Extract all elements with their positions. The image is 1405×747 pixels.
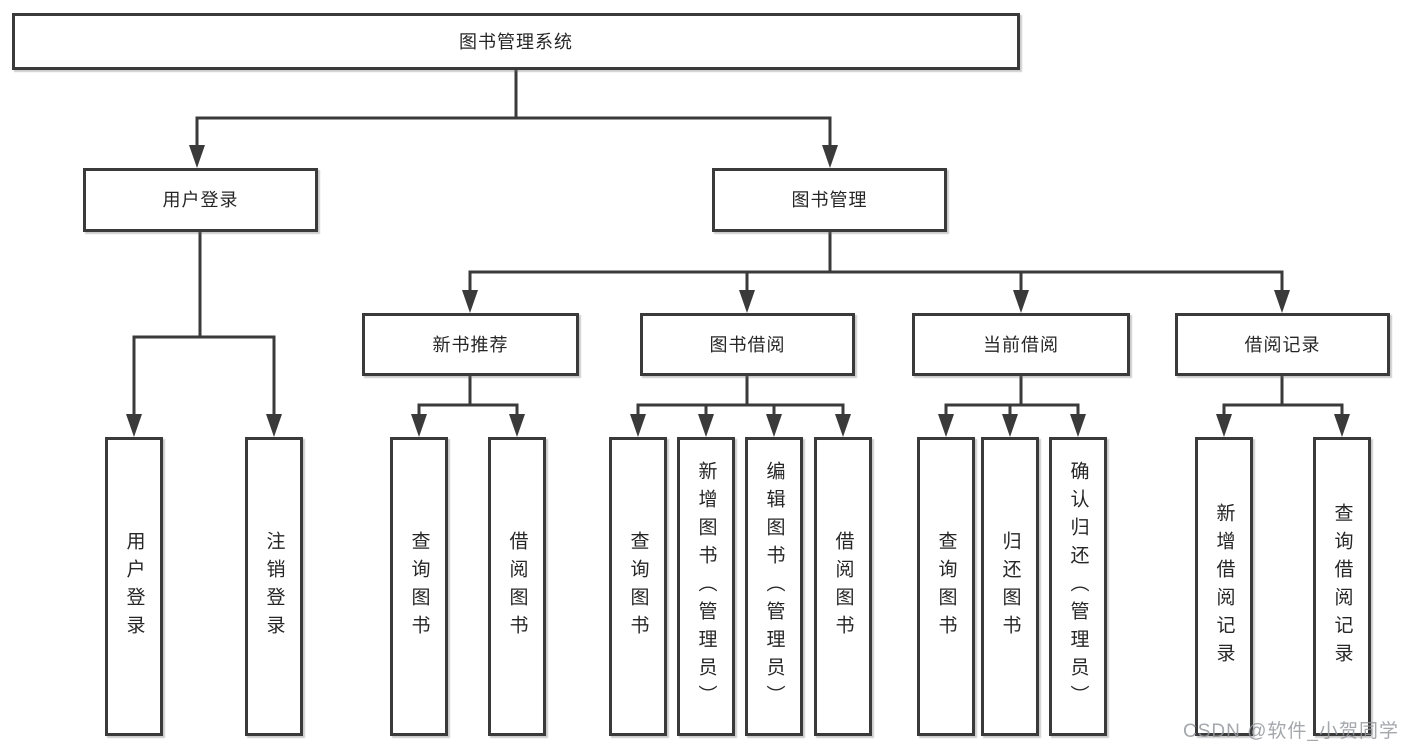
leaf-return-book: 归还图书 (981, 437, 1039, 736)
node-book-management: 图书管理 (712, 168, 947, 232)
arrow-icon (835, 414, 851, 437)
new-book-branch-line (417, 403, 519, 418)
arrow-icon (1334, 414, 1350, 437)
leaf-query-books-current: 查询图书 (917, 437, 975, 736)
arrow-icon (1216, 414, 1232, 437)
leaf-add-book-admin: 新增图书（管理员） (677, 437, 735, 736)
leaf-edit-book-admin: 编辑图书（管理员） (745, 437, 803, 736)
node-book-borrowing: 图书借阅 (640, 313, 855, 376)
level2-branch-line (195, 116, 832, 148)
arrow-icon (698, 414, 714, 437)
leaf-add-borrow-record: 新增借阅记录 (1195, 437, 1253, 736)
arrow-icon (509, 414, 525, 437)
leaf-borrow-books-recommend: 借阅图书 (488, 437, 546, 736)
arrow-icon (189, 145, 205, 168)
arrow-icon (1002, 414, 1018, 437)
arrow-icon (630, 414, 646, 437)
arrow-icon (1070, 414, 1086, 437)
user-login-branch-line (132, 335, 276, 418)
csdn-watermark: CSDN @软件_小贺同学 (1183, 721, 1399, 742)
arrow-icon (766, 414, 782, 437)
node-user-login: 用户登录 (83, 168, 318, 232)
arrow-icon (1274, 290, 1290, 313)
leaf-query-borrow-record: 查询借阅记录 (1313, 437, 1371, 736)
node-current-borrowing: 当前借阅 (912, 313, 1130, 376)
arrow-icon (411, 414, 427, 437)
arrowheads (126, 145, 1350, 437)
root-node-library-system: 图书管理系统 (12, 13, 1020, 70)
current-borrow-branch-line (944, 403, 1080, 418)
arrow-icon (266, 414, 282, 437)
leaf-query-books-recommend: 查询图书 (390, 437, 448, 736)
leaf-borrow-books-borrowing: 借阅图书 (814, 437, 872, 736)
node-new-book-recommend: 新书推荐 (362, 313, 579, 376)
arrow-icon (739, 290, 755, 313)
borrow-record-branch-line (1222, 403, 1344, 418)
arrow-icon (822, 145, 838, 168)
leaf-user-login: 用户登录 (105, 437, 163, 736)
book-borrow-branch-line (636, 403, 845, 418)
leaf-confirm-return-admin: 确认归还（管理员） (1049, 437, 1107, 736)
level3-branch-line (468, 270, 1284, 292)
arrow-icon (126, 414, 142, 437)
node-borrowing-records: 借阅记录 (1175, 313, 1390, 376)
leaf-query-books-borrowing: 查询图书 (609, 437, 667, 736)
arrow-icon (1013, 290, 1029, 313)
arrow-icon (462, 290, 478, 313)
leaf-logout: 注销登录 (245, 437, 303, 736)
arrow-icon (938, 414, 954, 437)
